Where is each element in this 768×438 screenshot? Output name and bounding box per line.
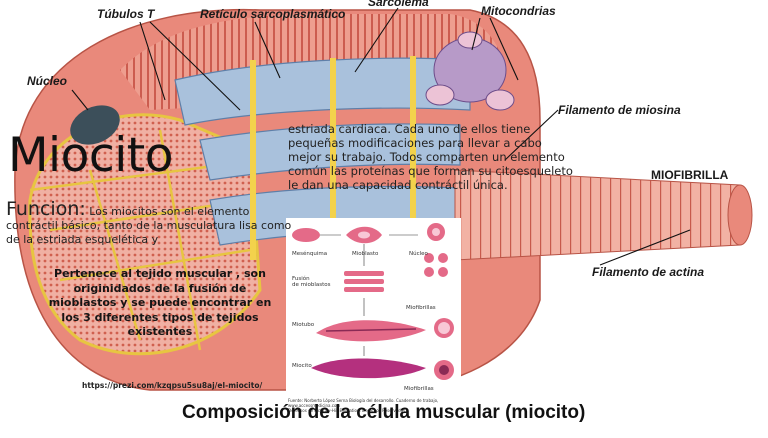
leader-lines <box>71 7 691 266</box>
label-reticulo-sarcoplasmatico: Retículo sarcoplasmático <box>200 7 346 21</box>
page-title: Miocito <box>8 128 173 183</box>
continuation-text: estriada cardiaca. Cada uno de ellos tie… <box>288 122 573 192</box>
inset-miocito: Miocito <box>292 363 312 369</box>
label-mitocondrias: Mitocondrias <box>481 4 556 18</box>
myofibril-end <box>727 184 753 246</box>
inset-illustration <box>292 223 454 380</box>
inset-source-url: www.accessmedicina.com <box>288 403 341 408</box>
inset-miotubo: Miotubo <box>292 322 315 328</box>
label-miofibrilla: MIOFIBRILLA <box>651 168 729 182</box>
source-link[interactable]: https://prezi.com/kzqpsu5su8aj/el-miocit… <box>82 381 263 390</box>
origin-text: Pertenece al tejido muscular , son origi… <box>48 267 272 338</box>
inset-fusion: Fusión de mioblastos <box>292 276 331 288</box>
yellow-t-tubule-bands <box>250 56 416 260</box>
label-filamento-miosina: Filamento de miosina <box>558 103 681 117</box>
nucleus-shape <box>70 105 120 145</box>
label-tubulos-t: Túbulos T <box>97 7 155 21</box>
mitochondria-cluster <box>425 31 515 111</box>
funcion-heading: Funcion: <box>6 198 86 220</box>
funcion-text: Los miocitos son el elemento contráctil … <box>6 205 292 246</box>
inset-miofibrillas: Miofibrillas <box>406 305 436 311</box>
myocyte-development-inset: Mesénquima Mioblasto Núcleo Fusión de mi… <box>286 218 461 415</box>
figure-caption: Composición de la célula muscular (mioci… <box>182 402 586 423</box>
label-filamento-actina: Filamento de actina <box>592 265 705 279</box>
inset-miofibrillas-2: Miofibrillas <box>404 386 434 392</box>
funcion-block: Funcion: Los miocitos son el elemento co… <box>6 200 296 247</box>
inset-source-rights: Derechos de McGraw-Hill Education. Derec… <box>288 408 407 413</box>
inset-mioblasto: Mioblasto <box>352 251 379 257</box>
inset-mesenquima: Mesénquima <box>292 251 328 257</box>
label-sarcolema: Sarcolema <box>368 0 429 9</box>
inset-nucleo: Núcleo <box>409 251 428 257</box>
inset-source: Fuente: Norberto López Serna Biología de… <box>288 398 439 403</box>
label-nucleo: Núcleo <box>27 74 68 88</box>
